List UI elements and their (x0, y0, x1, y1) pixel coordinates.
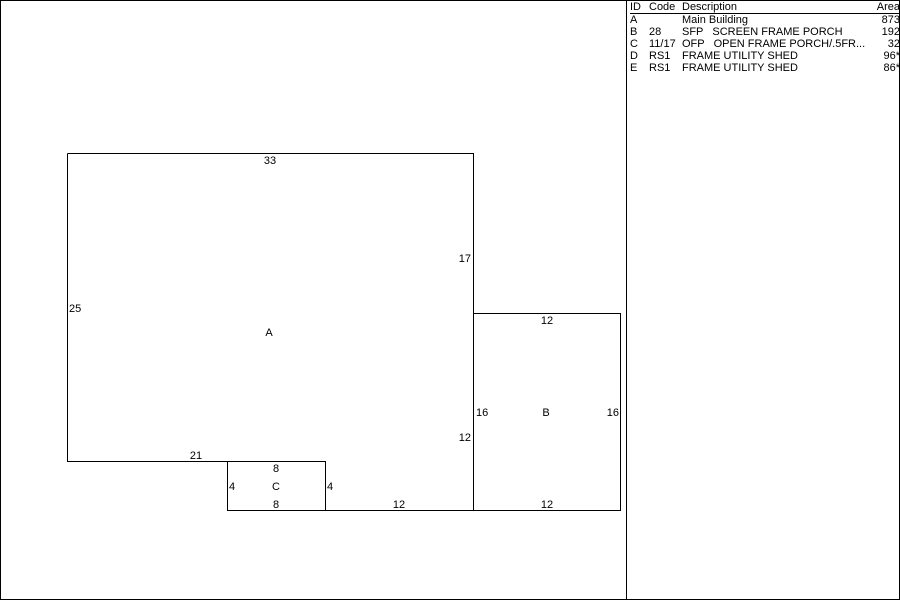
row-id: D (630, 50, 638, 62)
row-description: SFP SCREEN FRAME PORCH (682, 26, 843, 38)
row-description: FRAME UTILITY SHED (682, 62, 798, 74)
header-code: Code (649, 1, 682, 14)
area-a-label: A (265, 327, 273, 339)
row-area: 32 (887, 38, 900, 50)
legend-row[interactable]: B 28 SFP SCREEN FRAME PORCH 192 (630, 26, 900, 38)
row-area: 192 (881, 26, 900, 38)
dim-b-left: 16 (476, 407, 488, 419)
row-description: Main Building (682, 14, 749, 26)
dim-a-right-lower: 12 (459, 432, 471, 444)
legend-row[interactable]: E RS1 FRAME UTILITY SHED 86* (630, 62, 900, 74)
row-area: 873 (881, 14, 900, 26)
dim-a-bottom: 21 (190, 450, 202, 462)
row-code: RS1 (649, 50, 671, 62)
header-area: Area (875, 1, 900, 14)
area-legend: ID Code Description Area A Main Building… (626, 1, 900, 599)
row-area: 96* (883, 50, 900, 62)
row-area: 86* (883, 62, 900, 74)
row-description: FRAME UTILITY SHED (682, 50, 798, 62)
dim-c-top: 8 (273, 463, 279, 475)
dim-a-left: 25 (69, 303, 81, 315)
legend-row[interactable]: D RS1 FRAME UTILITY SHED 96* (630, 50, 900, 62)
row-code: 11/17 (649, 38, 676, 50)
area-c-outline[interactable] (227, 461, 326, 511)
area-b-label: B (542, 407, 549, 419)
area-c-label: C (272, 481, 280, 493)
row-code: RS1 (649, 62, 671, 74)
header-description: Description (682, 1, 876, 14)
legend-row[interactable]: C 11/17 OFP OPEN FRAME PORCH/.5FR... 32 (630, 38, 900, 50)
row-code: 28 (649, 26, 662, 38)
header-id: ID (630, 1, 649, 14)
dim-a-top: 33 (264, 155, 276, 167)
dim-b-bottom: 12 (541, 499, 553, 511)
area-b-outline[interactable] (473, 313, 621, 511)
row-id: C (630, 38, 638, 50)
building-sketch: A 33 25 17 12 21 12 B 12 16 16 12 C 8 4 … (67, 153, 621, 511)
legend-row[interactable]: A Main Building 873 (630, 14, 900, 27)
dim-b-right: 16 (607, 407, 619, 419)
dim-c-right: 4 (327, 481, 333, 493)
legend-header: ID Code Description Area (630, 1, 900, 14)
row-id: B (630, 26, 638, 38)
row-id: E (630, 62, 638, 74)
row-id: A (630, 14, 638, 26)
row-code (649, 14, 682, 27)
dim-a-bottom-right: 12 (393, 499, 405, 511)
dim-c-left: 4 (229, 481, 235, 493)
dim-a-right-upper: 17 (459, 253, 471, 265)
legend-table: ID Code Description Area A Main Building… (630, 1, 900, 74)
row-description: OFP OPEN FRAME PORCH/.5FR... (682, 38, 866, 50)
dim-c-bottom: 8 (273, 499, 279, 511)
dim-b-top: 12 (541, 315, 553, 327)
